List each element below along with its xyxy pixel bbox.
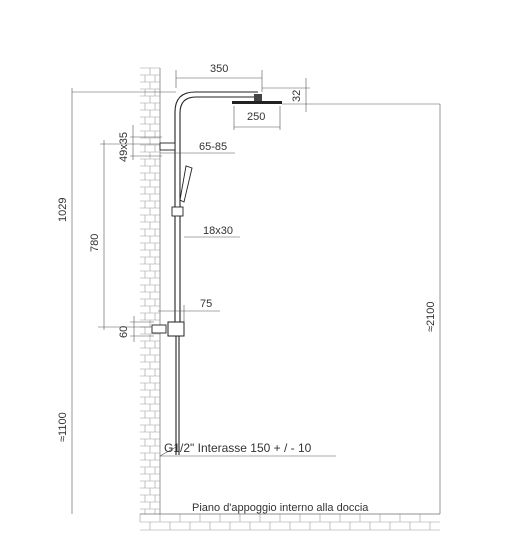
wall-bracket: [159, 142, 176, 151]
dim-wall-bracket: 49x35: [118, 132, 130, 162]
dimension-lines: [71, 70, 441, 514]
dim-mixer-height: 60: [118, 326, 130, 338]
dim-head-thickness: 32: [291, 90, 303, 102]
dim-floor-to-mixer: ≈1100: [57, 412, 69, 442]
floor-label: Piano d'appoggio interno alla doccia: [192, 502, 369, 514]
dim-head-size: 250: [247, 111, 265, 123]
shower-column: [151, 91, 282, 455]
mixer-connector: [151, 324, 167, 334]
dim-bracket-depth: 65-85: [199, 141, 227, 153]
rail-slider: [171, 206, 184, 217]
dim-rail-section: 18x30: [203, 225, 233, 237]
riser-pipe-inner: [179, 96, 258, 330]
connection-label: G1/2" Interasse 150 + / - 10: [164, 441, 312, 455]
brick-wall: [140, 67, 161, 514]
dim-mixer-depth: 75: [200, 298, 212, 310]
riser-pipe: [174, 91, 258, 330]
mixer-body: [167, 321, 185, 337]
shower-head-joint: [254, 94, 262, 101]
dim-total-height: 1029: [57, 198, 69, 222]
dim-arm-length: 350: [210, 63, 228, 75]
shower-head: [232, 101, 282, 104]
brick-floor: [139, 513, 440, 531]
dim-bar-length: 780: [89, 234, 101, 252]
dim-floor-to-head: ≈2100: [425, 301, 437, 332]
hand-shower: [179, 165, 193, 203]
